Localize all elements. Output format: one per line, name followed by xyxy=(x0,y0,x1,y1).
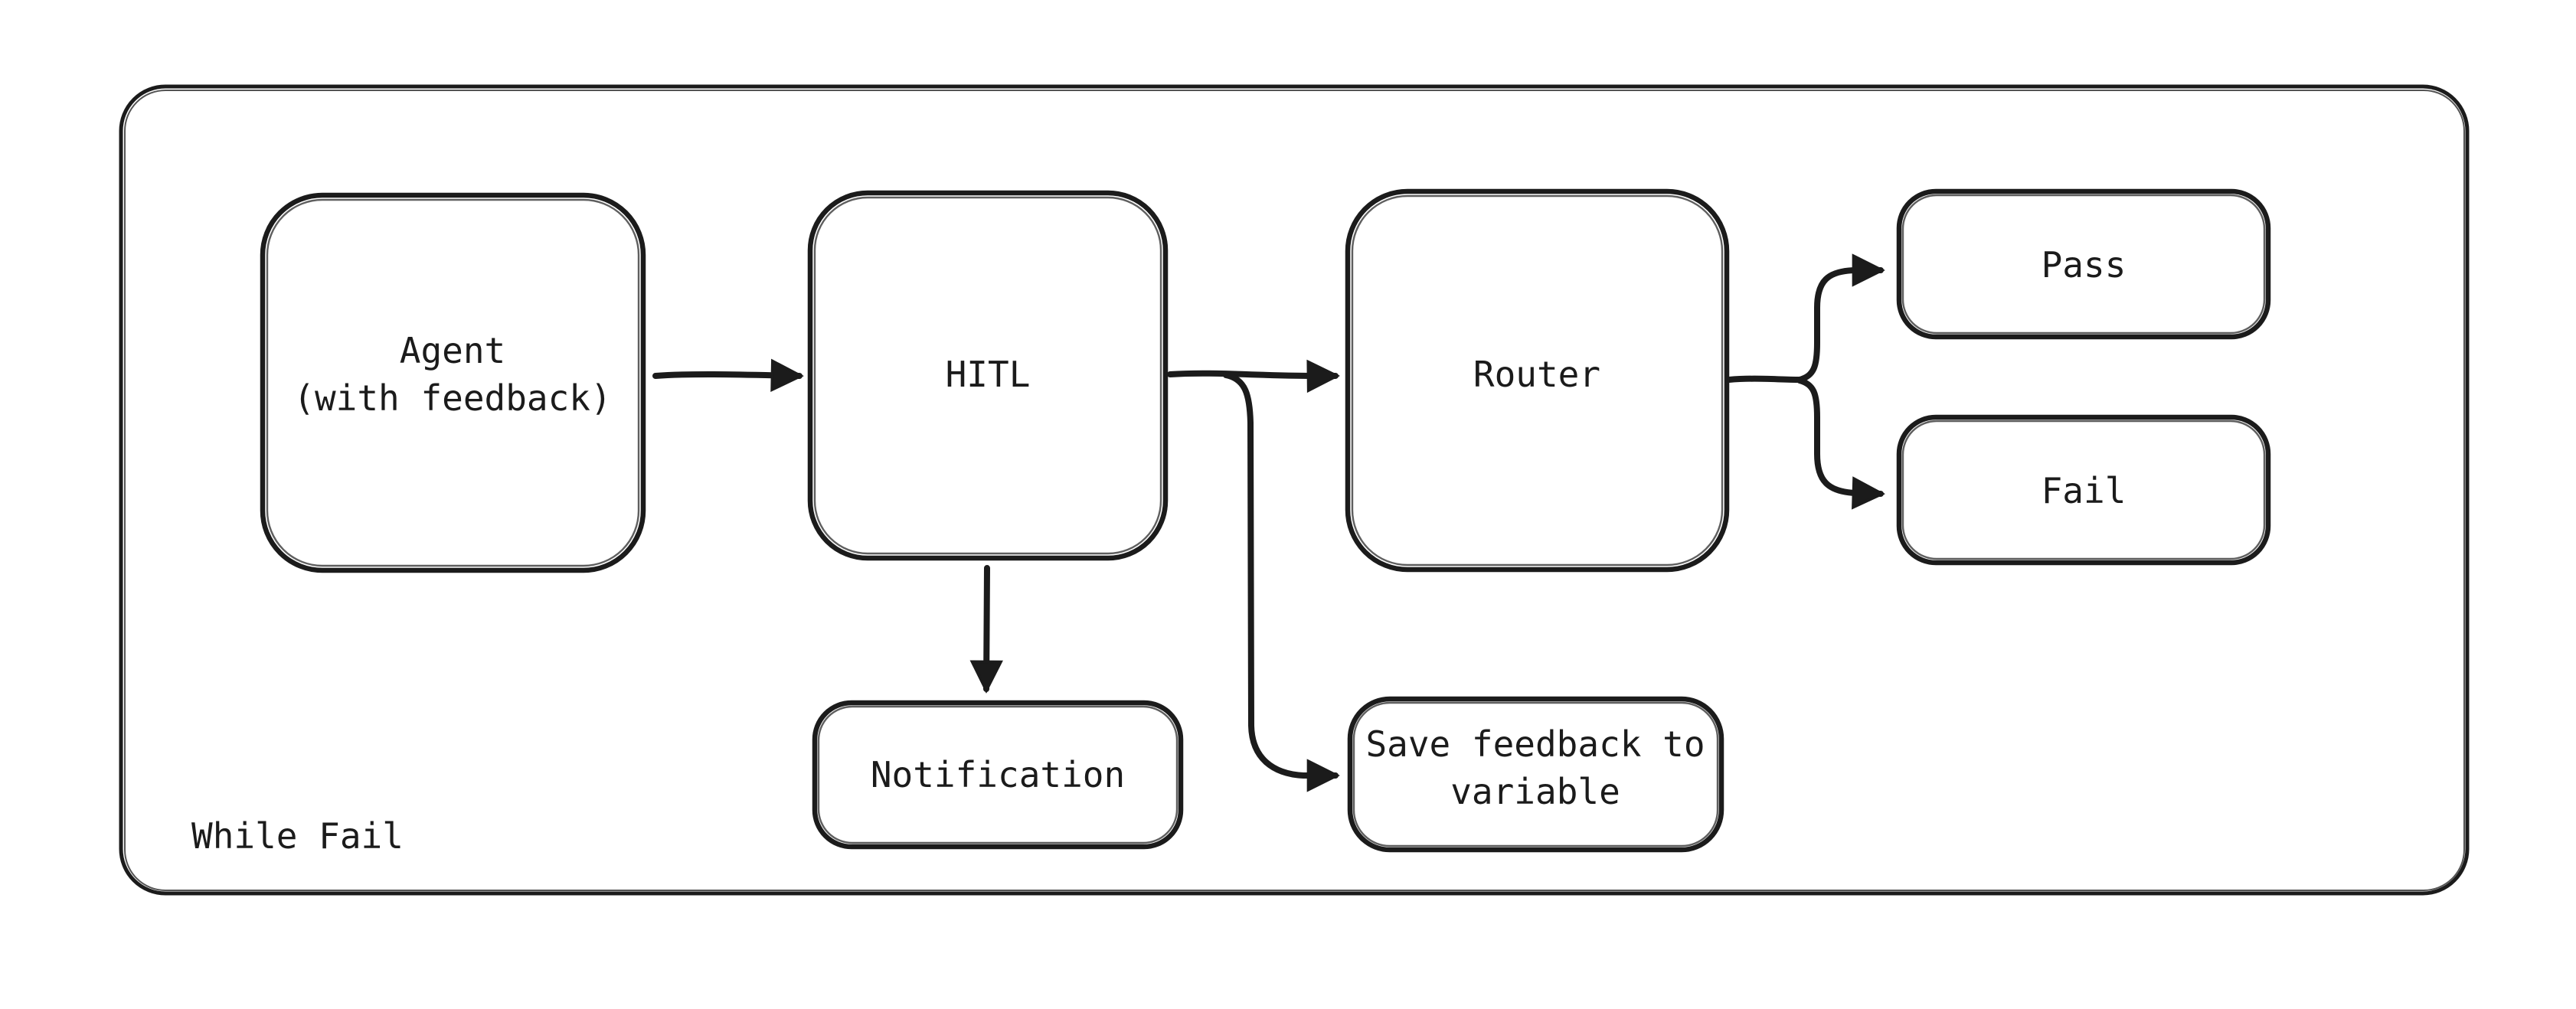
while-fail-frame-overdraw xyxy=(124,90,2465,891)
save-feedback-label-line2: variable xyxy=(1450,771,1620,812)
edge-hitl-to-notification xyxy=(986,565,987,689)
router-box xyxy=(1345,188,1730,573)
save-feedback-label: Save feedback to xyxy=(1365,723,1705,765)
notification-box xyxy=(812,700,1184,850)
node-notification: Notification xyxy=(812,700,1184,850)
while-fail-frame-border xyxy=(119,84,2470,896)
node-pass: Pass xyxy=(1896,188,2271,340)
pass-box xyxy=(1896,188,2271,340)
node-fail: Fail xyxy=(1896,414,2271,566)
pass-box-overdraw xyxy=(1901,194,2266,335)
node-agent: Agent (with feedback) xyxy=(260,192,646,573)
save-feedback-box xyxy=(1347,696,1724,853)
agent-label: Agent xyxy=(400,330,505,371)
save-feedback-box-overdraw xyxy=(1352,701,1719,847)
fail-label: Fail xyxy=(2042,470,2127,511)
notification-label: Notification xyxy=(871,754,1125,795)
router-box-overdraw xyxy=(1351,194,1724,567)
edge-router-to-pass xyxy=(1796,270,1881,383)
agent-label-line2: (with feedback) xyxy=(293,377,611,419)
agent-box-overdraw xyxy=(266,198,640,567)
node-hitl: HITL xyxy=(807,190,1169,561)
fail-box-overdraw xyxy=(1901,420,2266,560)
hitl-box-overdraw xyxy=(813,196,1162,555)
node-router: Router xyxy=(1345,188,1730,573)
edge-router-to-fail xyxy=(1796,377,1881,494)
agent-box xyxy=(260,192,646,573)
fail-box xyxy=(1896,414,2271,566)
hitl-label: HITL xyxy=(946,354,1031,395)
edge-agent-to-hitl xyxy=(652,374,799,376)
while-fail-frame: While Fail xyxy=(119,84,2470,896)
node-save-feedback: Save feedback to variable xyxy=(1347,696,1724,853)
notification-box-overdraw xyxy=(817,705,1178,844)
edge-hitl-to-router xyxy=(1167,374,1335,376)
pass-label: Pass xyxy=(2042,244,2127,286)
while-fail-label: While Fail xyxy=(191,815,404,857)
edge-branch-to-save-feedback xyxy=(1223,372,1335,776)
edge-router-fork-stem xyxy=(1726,375,1803,383)
edges xyxy=(652,270,1881,776)
hitl-box xyxy=(807,190,1169,561)
router-label: Router xyxy=(1473,354,1600,395)
